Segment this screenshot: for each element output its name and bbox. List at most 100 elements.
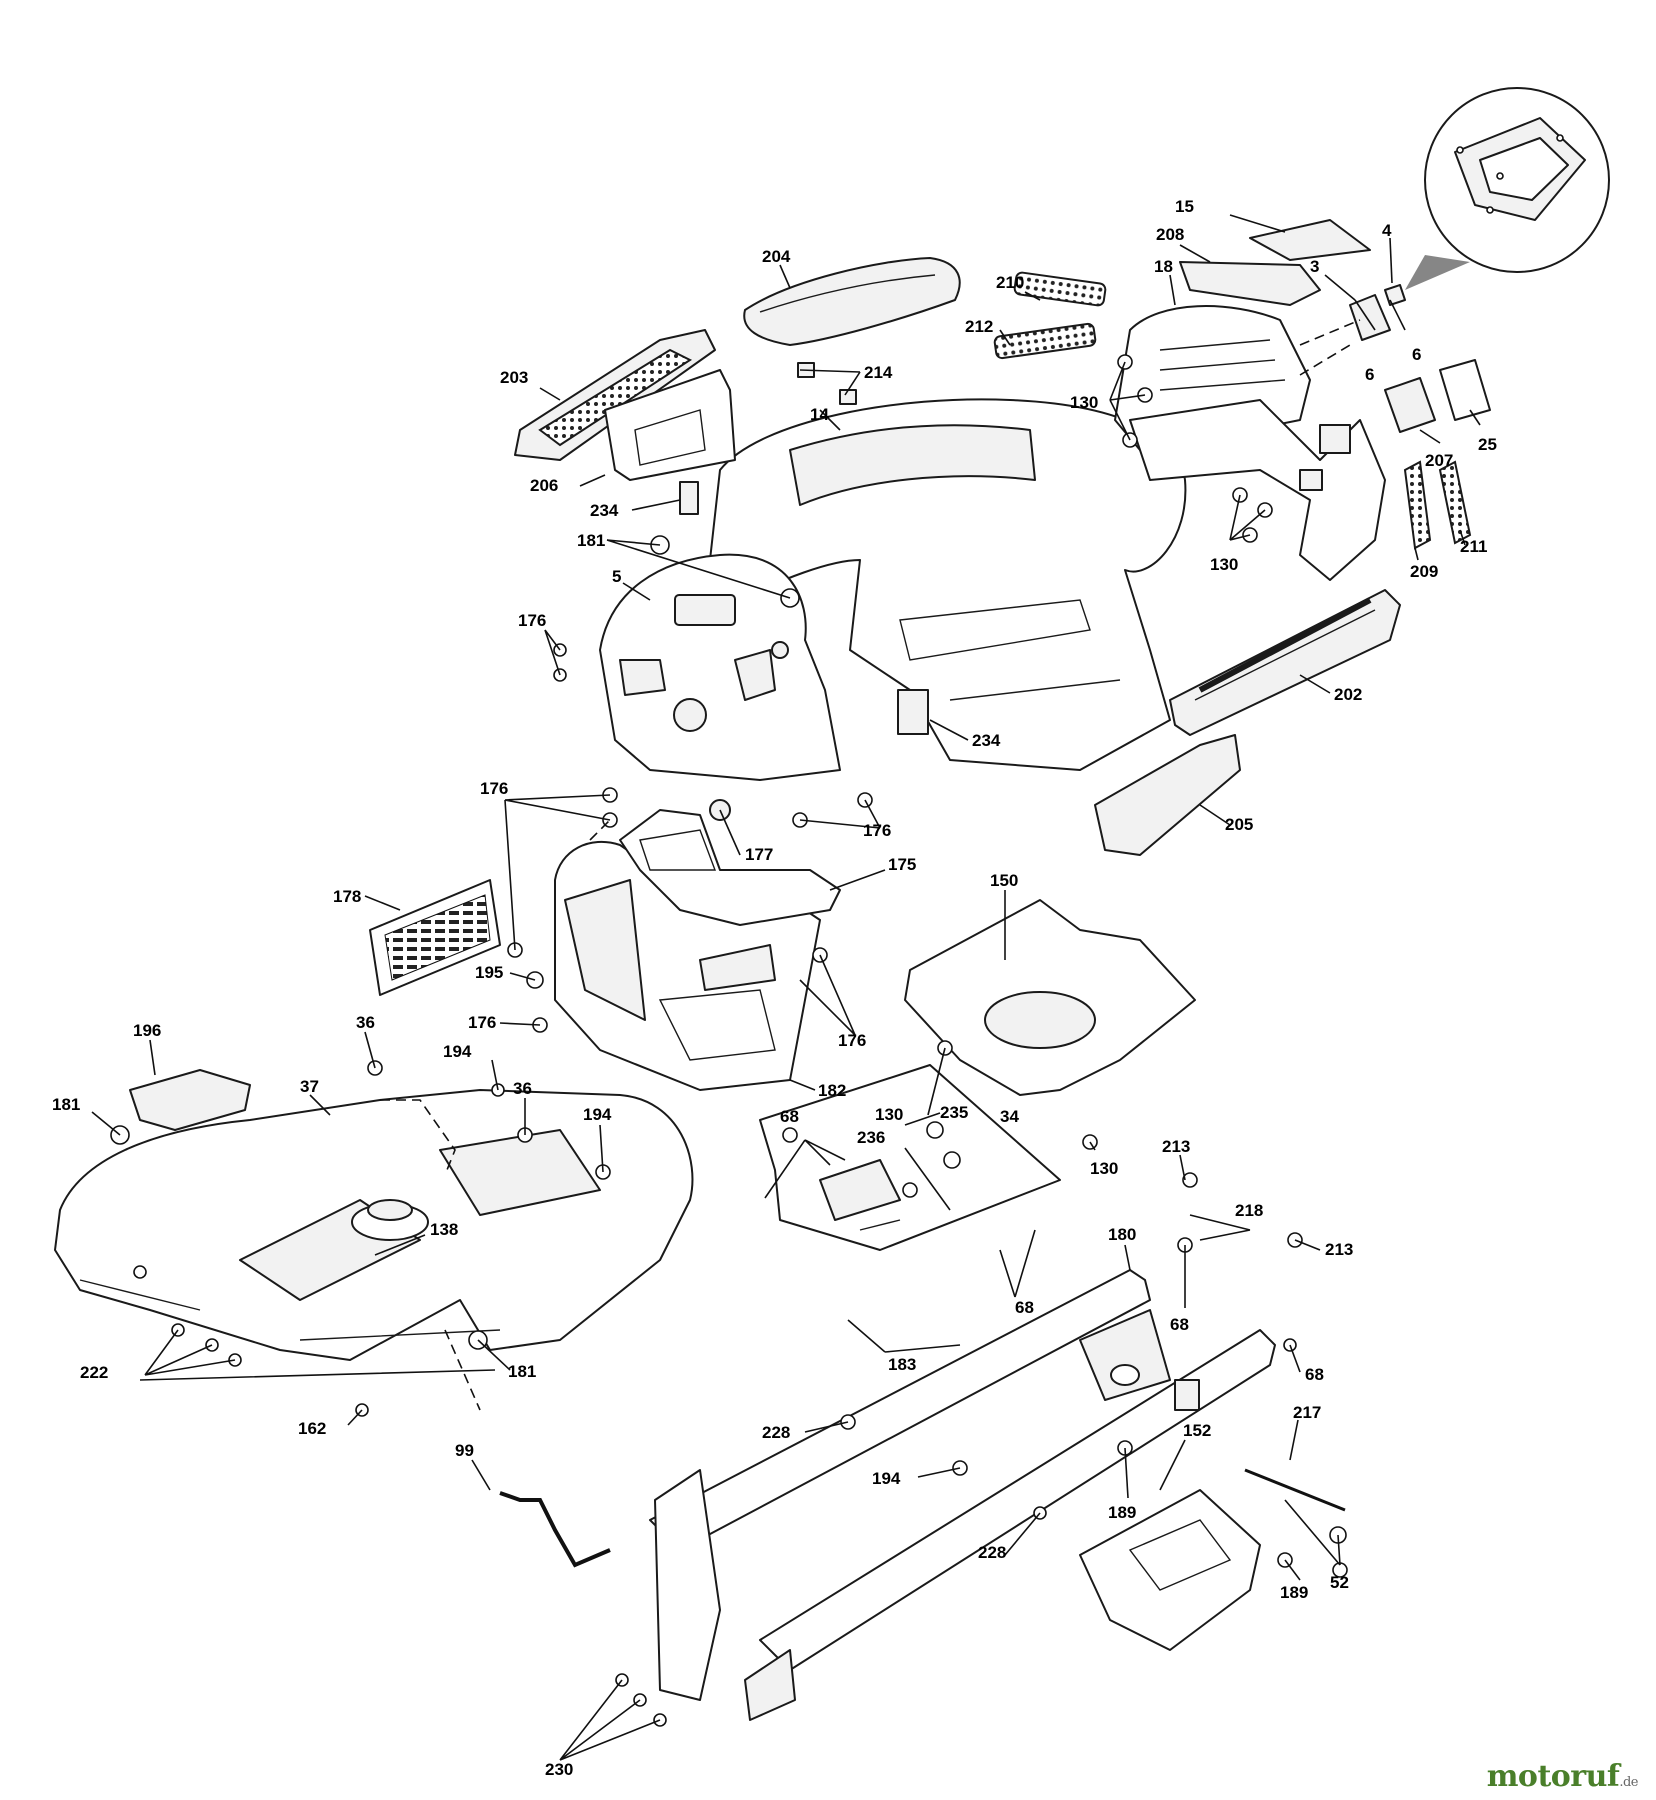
callout: 6 xyxy=(1412,345,1421,364)
callout: 228 xyxy=(978,1543,1006,1562)
label-part-234b xyxy=(897,689,929,735)
bracket-part-206 xyxy=(604,369,736,481)
callout: 176 xyxy=(468,1013,496,1032)
callout: 181 xyxy=(577,531,605,550)
lens-part-25 xyxy=(1439,359,1491,421)
panel-part-205 xyxy=(1094,734,1241,856)
callout: 130 xyxy=(875,1105,903,1124)
frame-part-180 xyxy=(649,1269,1276,1721)
callout: 194 xyxy=(443,1042,472,1061)
headlight-part-207 xyxy=(1384,377,1436,433)
callout: 36 xyxy=(356,1013,375,1032)
callout: 205 xyxy=(1225,815,1253,834)
callout: 178 xyxy=(333,887,361,906)
callout: 234 xyxy=(972,731,1001,750)
callout: 4 xyxy=(1382,221,1392,240)
motoruf-watermark: motoruf.de xyxy=(1486,1759,1639,1794)
clip-part-214b xyxy=(839,389,857,405)
callout: 235 xyxy=(940,1103,968,1122)
bumper-grille-part-202 xyxy=(1169,589,1401,736)
side-panel-part-208 xyxy=(1179,261,1321,306)
callout: 5 xyxy=(612,567,621,586)
front-shell-right xyxy=(1129,399,1386,581)
hood-part-14 xyxy=(709,398,1187,771)
callout: 217 xyxy=(1293,1403,1321,1422)
callout: 213 xyxy=(1325,1240,1353,1259)
callout: 209 xyxy=(1410,562,1438,581)
callout: 236 xyxy=(857,1128,885,1147)
callout: 37 xyxy=(300,1077,319,1096)
callout: 152 xyxy=(1183,1421,1211,1440)
callout: 36 xyxy=(513,1079,532,1098)
callout: 175 xyxy=(888,855,916,874)
callout: 138 xyxy=(430,1220,458,1239)
callout: 181 xyxy=(52,1095,80,1114)
floor-plate-part-150 xyxy=(904,899,1196,1096)
grille-part-211 xyxy=(1438,460,1472,545)
callout: 68 xyxy=(1170,1315,1189,1334)
callout: 130 xyxy=(1090,1159,1118,1178)
callout: 130 xyxy=(1070,393,1098,412)
assembly-lines xyxy=(380,319,1361,1411)
callout: 206 xyxy=(530,476,558,495)
callout: 195 xyxy=(475,963,503,982)
grille-part-210 xyxy=(1013,271,1107,307)
callout: 3 xyxy=(1310,257,1319,276)
strip-part-15 xyxy=(1249,219,1371,261)
callout: 189 xyxy=(1280,1583,1308,1602)
seat-bracket-part-196 xyxy=(129,1069,251,1131)
callout: 150 xyxy=(990,871,1018,890)
watermark-brand: motoruf xyxy=(1486,1759,1620,1794)
callout: 182 xyxy=(818,1081,846,1100)
leader-lines xyxy=(91,214,1481,1761)
callout: 68 xyxy=(780,1107,799,1126)
callout: 180 xyxy=(1108,1225,1136,1244)
grille-part-203 xyxy=(514,329,716,461)
callout: 213 xyxy=(1162,1137,1190,1156)
watermark-domain: .de xyxy=(1619,1775,1638,1790)
callout: 196 xyxy=(133,1021,161,1040)
callout: 222 xyxy=(80,1363,108,1382)
grille-part-212 xyxy=(993,322,1097,360)
rod-part-217 xyxy=(1244,1468,1346,1512)
dash-part-5 xyxy=(599,553,841,781)
callout: 52 xyxy=(1330,1573,1349,1592)
hood-cover-part-204 xyxy=(743,257,961,346)
callout: 34 xyxy=(1000,1107,1019,1126)
rod-part-99 xyxy=(499,1491,611,1568)
callout: 183 xyxy=(888,1355,916,1374)
callout: 204 xyxy=(762,247,791,266)
fender-part-37 xyxy=(54,1089,694,1361)
callout: 6 xyxy=(1365,365,1374,384)
callout: 203 xyxy=(500,368,528,387)
grille-part-209 xyxy=(1403,460,1432,550)
label-part-234a xyxy=(679,481,699,515)
callout: 130 xyxy=(1210,555,1238,574)
callout: 176 xyxy=(838,1031,866,1050)
callout: 202 xyxy=(1334,685,1362,704)
callout: 208 xyxy=(1156,225,1184,244)
callout: 14 xyxy=(810,405,829,424)
callout: 212 xyxy=(965,317,993,336)
callout: 218 xyxy=(1235,1201,1263,1220)
callout: 189 xyxy=(1108,1503,1136,1522)
vent-panel-part-178 xyxy=(369,879,501,996)
callout: 68 xyxy=(1015,1298,1034,1317)
callout: 210 xyxy=(996,273,1024,292)
callout: 194 xyxy=(583,1105,612,1124)
callout: 162 xyxy=(298,1419,326,1438)
callout-labels: 15 4 208 3 18 204 210 6 6 212 214 203 13… xyxy=(52,197,1497,1779)
callout: 194 xyxy=(872,1469,901,1488)
callout: 25 xyxy=(1478,435,1497,454)
callout: 176 xyxy=(518,611,546,630)
callout: 68 xyxy=(1305,1365,1324,1384)
callout: 15 xyxy=(1175,197,1194,216)
detail-circle-insert xyxy=(1405,87,1610,290)
callout: 207 xyxy=(1425,451,1453,470)
callout: 18 xyxy=(1154,257,1173,276)
callout: 230 xyxy=(545,1760,573,1779)
clip-part-4 xyxy=(1384,284,1406,306)
callout: 99 xyxy=(455,1441,474,1460)
callout: 177 xyxy=(745,845,773,864)
callout: 234 xyxy=(590,501,619,520)
